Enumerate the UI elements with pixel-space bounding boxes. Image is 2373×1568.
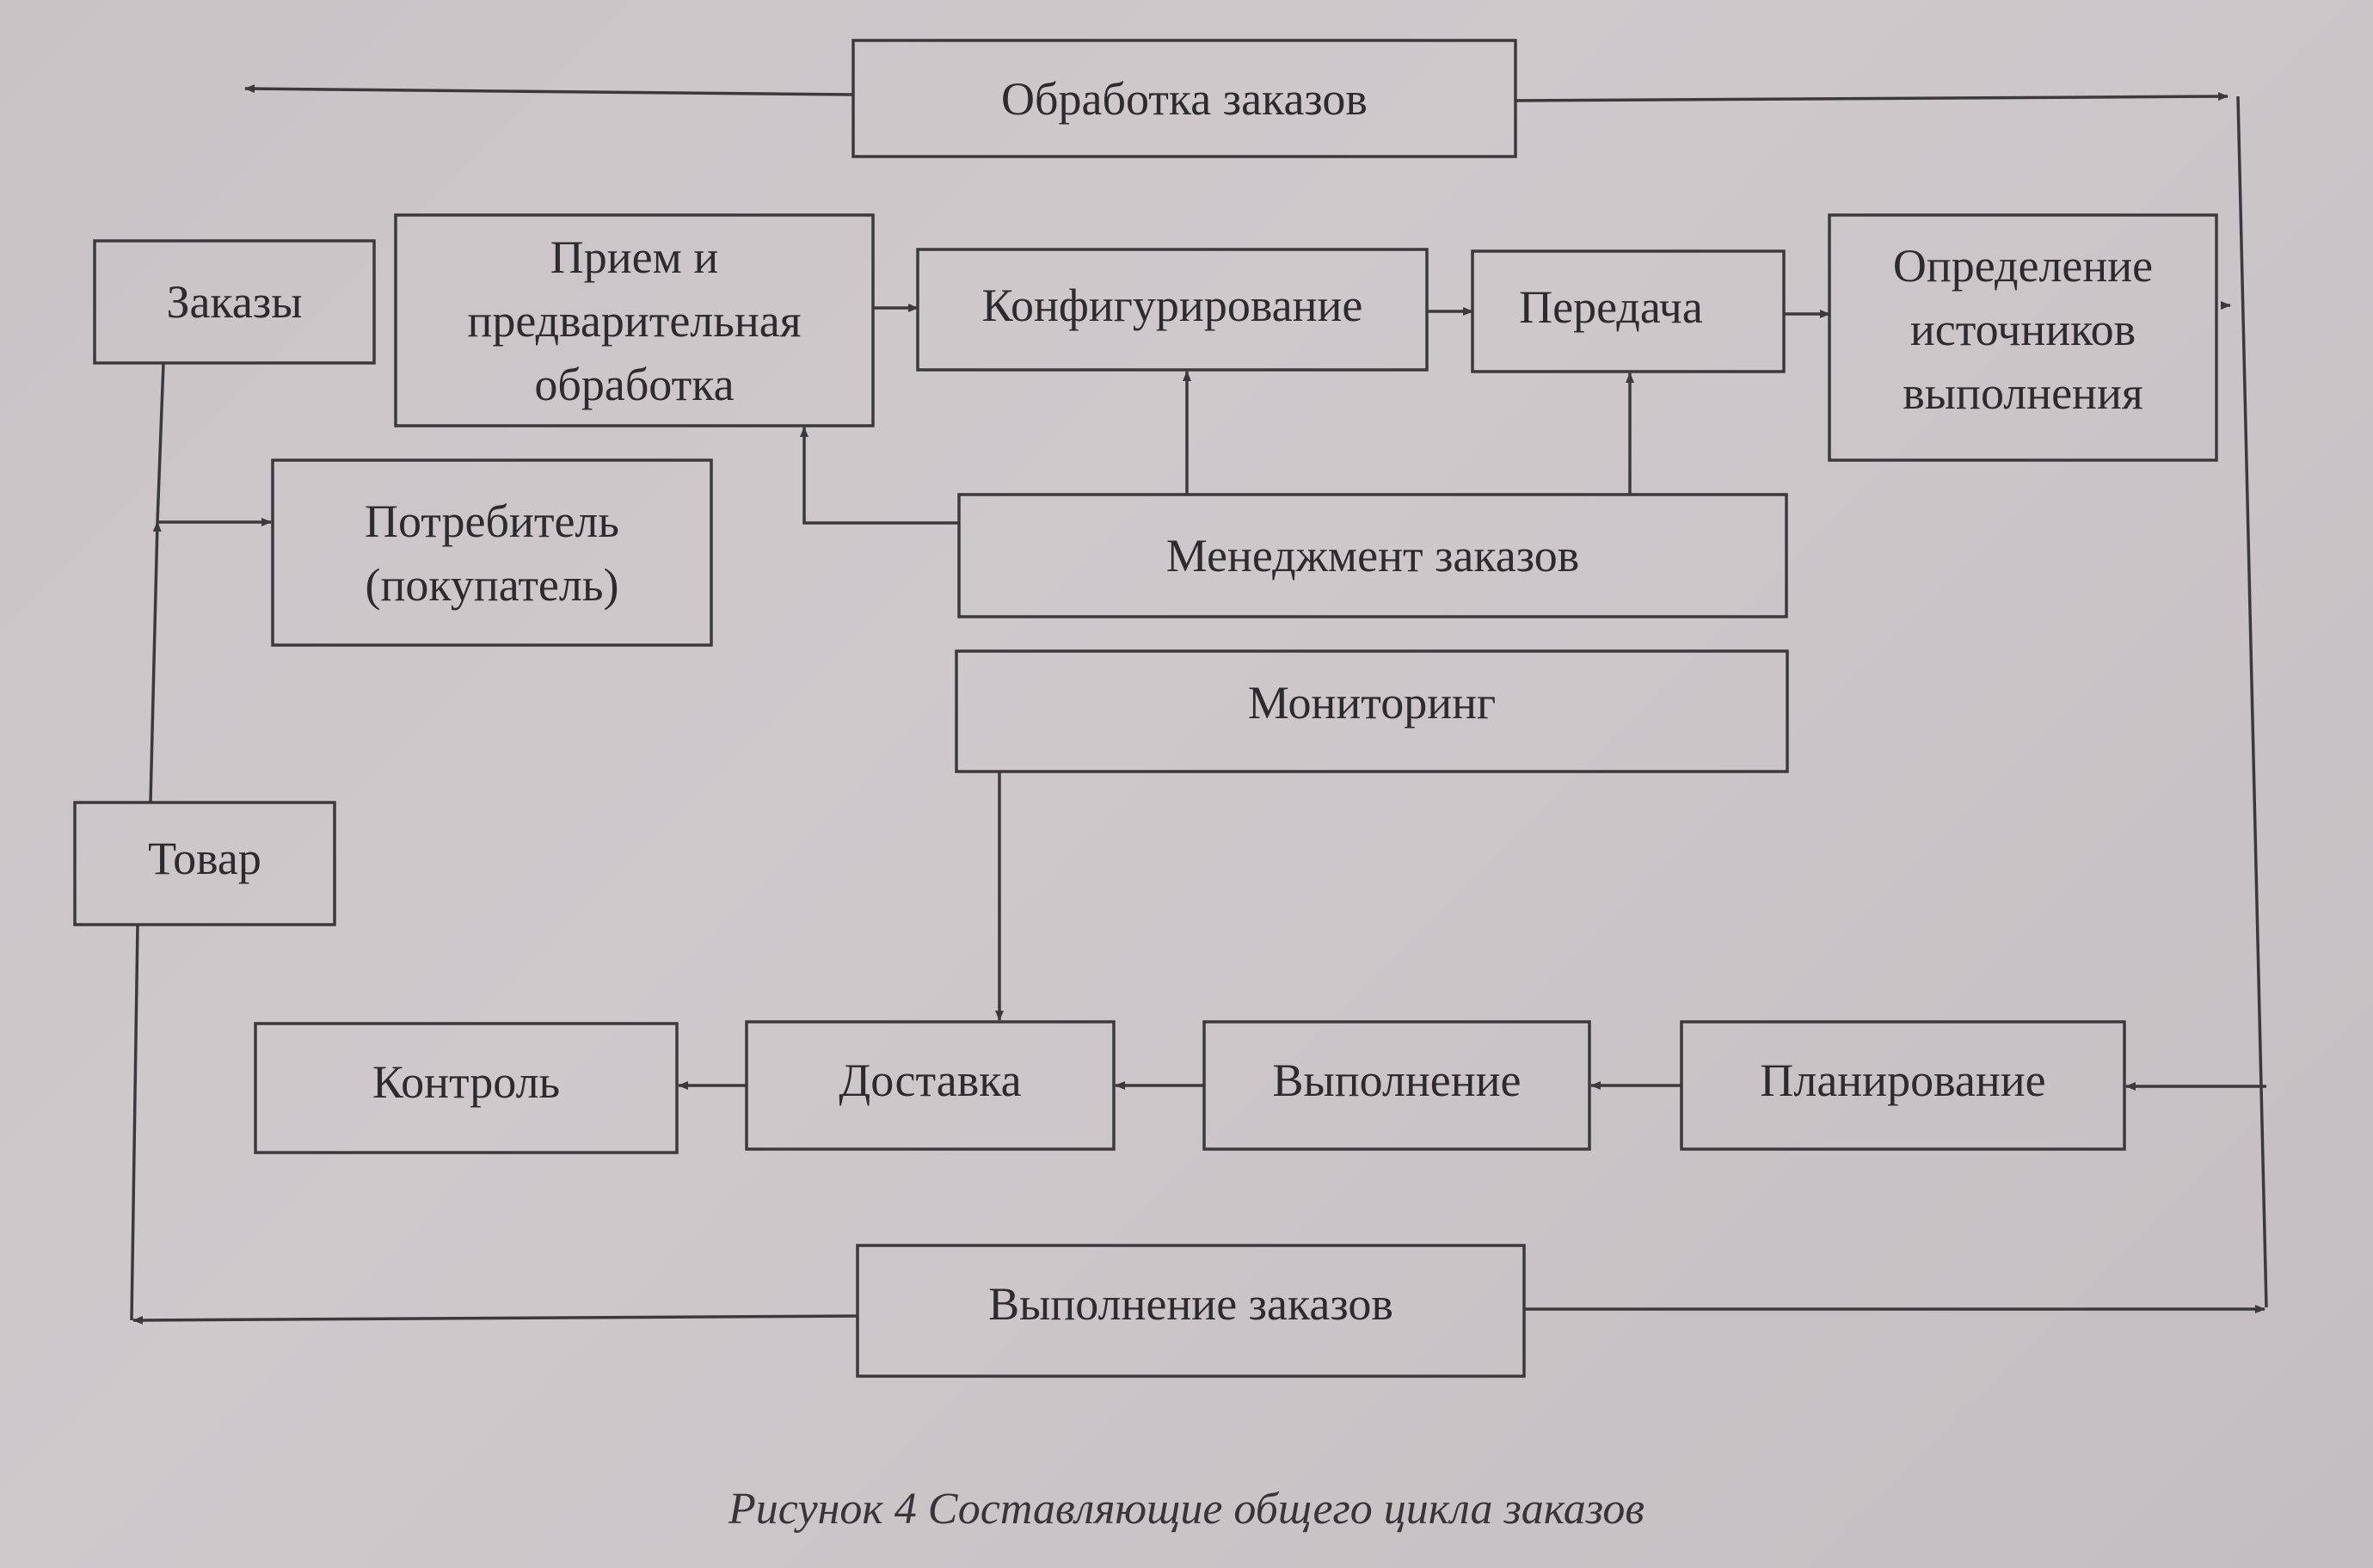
fulfillment-sources-box <box>1828 213 2218 462</box>
order-processing-box <box>851 39 1517 158</box>
figure-caption: Рисунок 4 Составляющие общего цикла зака… <box>728 1485 1645 1534</box>
monitoring-box <box>955 649 1789 773</box>
reception-label: Прием и предварительная обработка <box>467 231 802 410</box>
line-orders-down <box>156 362 165 523</box>
arrow-goods-up <box>149 521 162 803</box>
orders-label: Заказы <box>166 276 303 328</box>
arrow-fulfillment-left <box>132 1314 858 1325</box>
planning-label: Планирование <box>1760 1054 2046 1106</box>
left-vertical-line <box>130 924 139 1321</box>
configuring-label: Конфигурирование <box>981 280 1363 331</box>
fulfillment-sources-label: Определение источников выполнения <box>1892 239 2154 419</box>
reception-box <box>394 213 875 427</box>
monitoring-label: Мониторинг <box>1247 677 1497 729</box>
order-management-box <box>957 493 1788 618</box>
arrow-processing-left <box>244 84 854 96</box>
order-fulfillment-label: Выполнение заказов <box>988 1277 1393 1330</box>
goods-label: Товар <box>148 833 261 884</box>
transfer-label: Передача <box>1519 281 1703 333</box>
control-label: Контроль <box>372 1055 561 1108</box>
consumer-box <box>271 458 713 647</box>
orders-box <box>93 239 376 365</box>
control-box <box>254 1022 679 1154</box>
order-fulfillment-box <box>856 1244 1526 1378</box>
order-processing-label: Обработка заказов <box>1001 72 1368 125</box>
goods-box <box>73 801 336 926</box>
arrow-processing-right <box>1515 92 2229 102</box>
consumer-label: Потребитель (покупатель) <box>364 495 620 611</box>
right-vertical-line <box>2236 95 2268 1308</box>
arrow-management-to-reception <box>800 427 959 525</box>
execution-label: Выполнение <box>1272 1054 1522 1106</box>
order-management-label: Менеджмент заказов <box>1165 530 1580 581</box>
delivery-label: Доставка <box>839 1054 1022 1106</box>
